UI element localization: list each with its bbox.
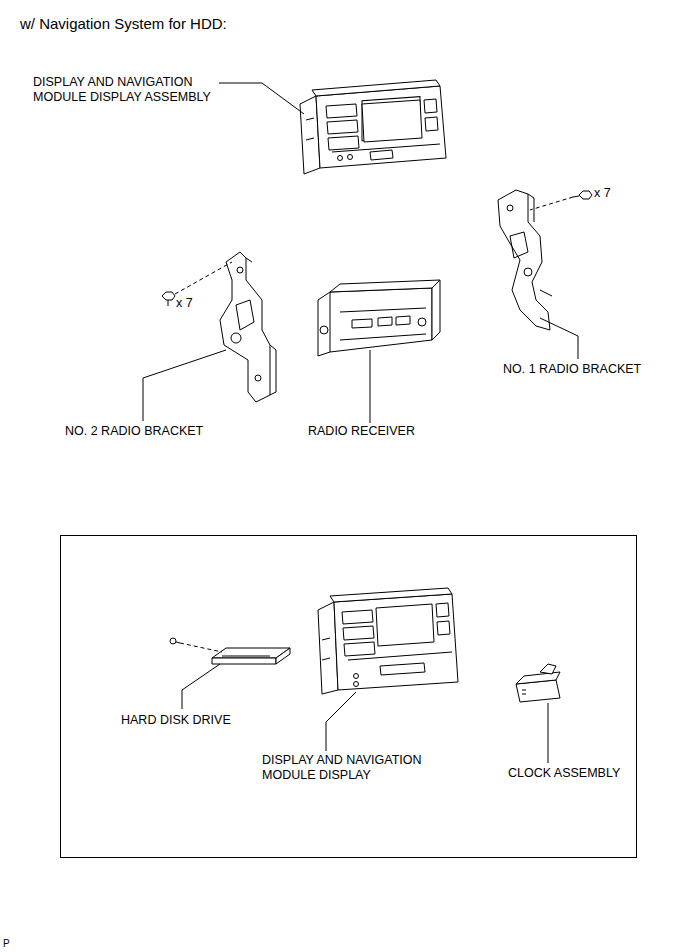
radio-receiver (318, 280, 440, 356)
part-name: NO. 1 RADIO BRACKET (503, 362, 673, 377)
screw (170, 638, 180, 644)
part-name: HARD DISK DRIVE (121, 713, 291, 728)
part-name: DISPLAY AND NAVIGATION MODULE DISPLAY (262, 753, 452, 783)
radio-bracket-2 (220, 252, 276, 402)
bolt (573, 191, 592, 199)
quantity: x 7 (594, 186, 634, 201)
quantity: x 7 (176, 296, 216, 311)
page-mark: P (3, 936, 23, 951)
part-name: DISPLAY AND NAVIGATION MODULE DISPLAY AS… (33, 75, 233, 105)
inset-frame: HARD DISK DRIVE DISPLAY AND NAVIGATION MO… (60, 535, 637, 858)
part-name: RADIO RECEIVER (308, 424, 448, 439)
display-module (318, 588, 458, 694)
clock-assembly (516, 664, 560, 702)
radio-bracket-1 (498, 190, 552, 330)
part-name: CLOCK ASSEMBLY (508, 766, 648, 781)
display-assembly (300, 80, 446, 174)
part-name: NO. 2 RADIO BRACKET (65, 424, 235, 439)
hard-disk-drive (212, 648, 290, 664)
heading: w/ Navigation System for HDD: (20, 16, 227, 31)
bolt (162, 292, 175, 306)
